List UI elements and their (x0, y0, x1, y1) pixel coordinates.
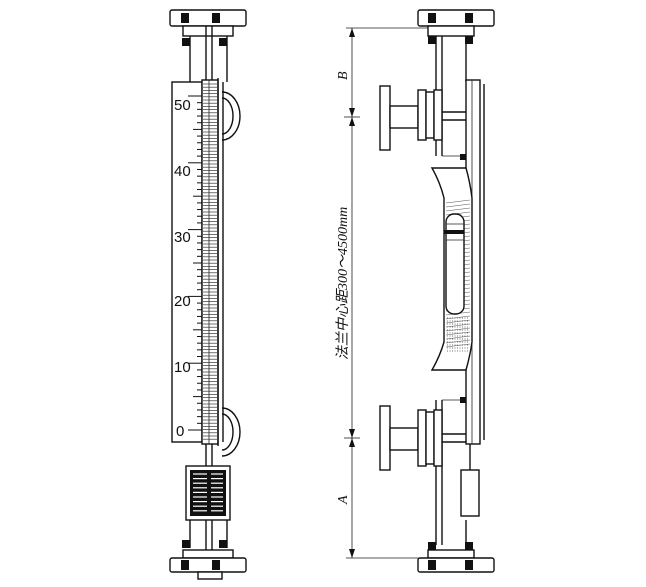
lower-process-connection (379, 397, 468, 471)
hatch-line (445, 335, 471, 340)
upper-process-connection (379, 85, 468, 160)
hatch-line (445, 207, 471, 212)
hatch-line (445, 339, 471, 344)
scale-label-20: 20 (174, 293, 191, 310)
scale-panel: 50 40 30 20 10 0 (171, 78, 224, 446)
top-flange-front (169, 9, 247, 82)
nameplate-text-lines (193, 473, 223, 512)
float-chamber (430, 167, 473, 371)
scale-label-10: 10 (174, 359, 191, 376)
dimension-B-label: B (336, 71, 351, 80)
dimension-lines: B A 法兰中心距300～4500mm (335, 27, 430, 559)
hatch-line (445, 331, 471, 336)
hatch-line (445, 327, 471, 332)
scale-label-50: 50 (174, 97, 191, 114)
scale-label-30: 30 (174, 229, 191, 246)
hatch-line (445, 315, 471, 320)
transmitter-box (460, 444, 480, 517)
scale-ticks (188, 95, 202, 431)
center-distance-label: 法兰中心距300～4500mm (335, 207, 351, 360)
hatch-line (445, 199, 471, 204)
scale-label-0: 0 (176, 423, 184, 440)
nameplate (185, 444, 231, 521)
side-view (379, 9, 495, 573)
hatch-line (445, 343, 471, 348)
side-connections-front (221, 91, 241, 457)
dimension-A-label: A (336, 495, 351, 505)
magnetic-flaps (203, 83, 217, 440)
hatch-line (445, 203, 471, 208)
hatch-line (445, 319, 471, 324)
scale-label-40: 40 (174, 163, 191, 180)
front-view: 50 40 30 20 10 0 (169, 9, 247, 580)
bottom-flange-front (169, 520, 247, 580)
hatch-line (445, 323, 471, 328)
